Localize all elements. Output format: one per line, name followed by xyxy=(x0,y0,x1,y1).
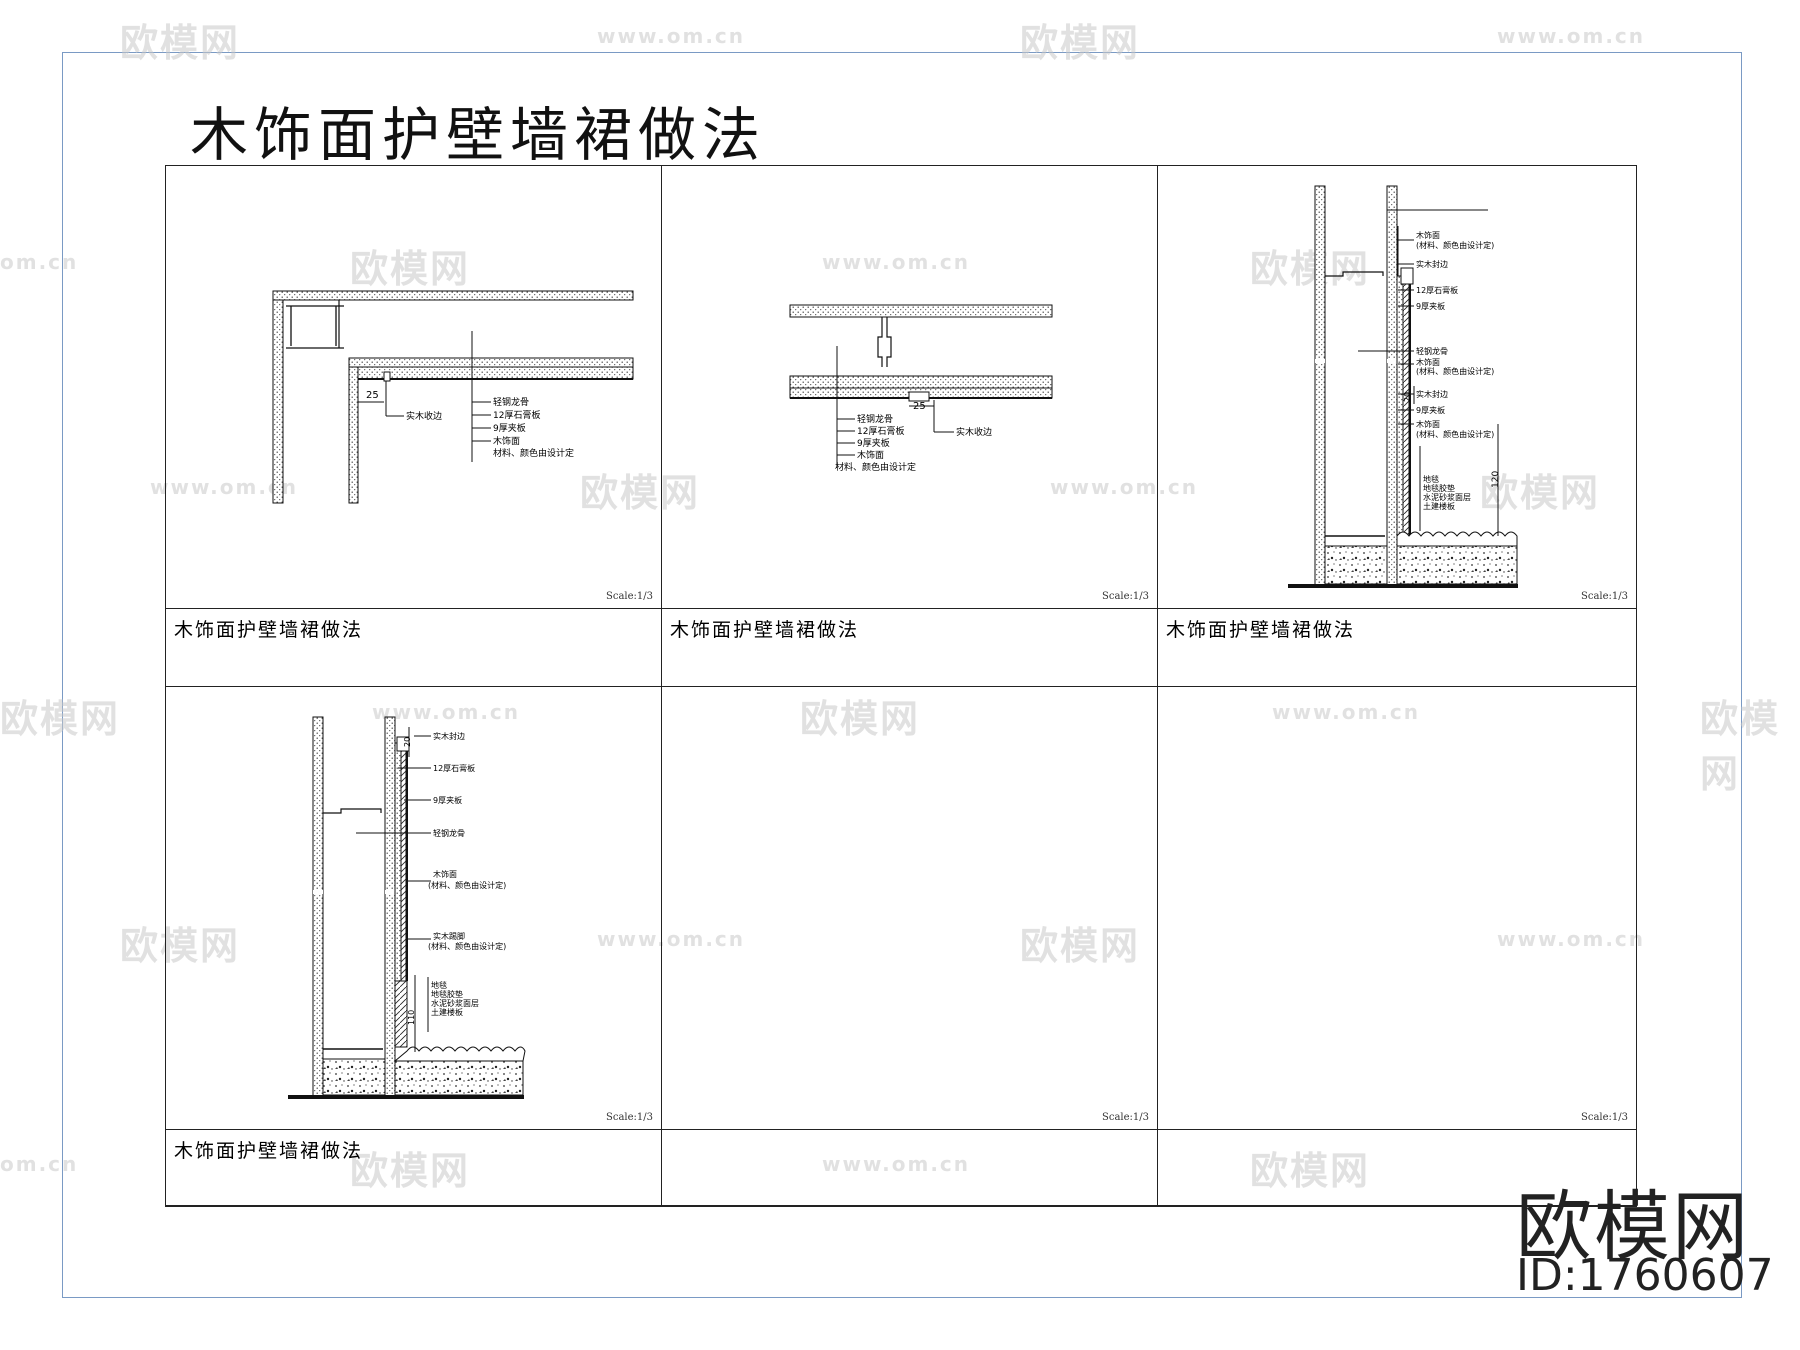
caption-cell-1: 木饰面护壁墙裙做法 xyxy=(166,609,662,687)
detail-caption: 木饰面护壁墙裙做法 xyxy=(1166,619,1356,641)
detail-cell-2: 25 轻钢龙骨 12厚石膏板 9厚夹板 木饰面 材料、颜色由设计定 实木收边 S… xyxy=(662,166,1158,609)
detail-3-label-plywood: 9厚夹板 xyxy=(1416,301,1445,311)
detail-3-label-veneer-top-note: (材料、颜色由设计定) xyxy=(1416,240,1494,250)
detail-grid: 25 实木收边 轻钢龙骨 12厚石膏板 9厚夹板 木饰面 材料、颜色由设计定 S… xyxy=(165,165,1637,1207)
detail-3-layer-3: 土建楼板 xyxy=(1423,501,1455,511)
detail-4-label-skirting-note: (材料、颜色由设计定) xyxy=(428,941,506,951)
detail-3-dim-120: 120 xyxy=(1491,471,1501,488)
detail-3-label-gypsum: 12厚石膏板 xyxy=(1416,285,1458,295)
detail-2-label-edge: 实木收边 xyxy=(956,426,992,438)
brand-id: ID:1760607 xyxy=(1516,1250,1774,1301)
detail-3-label-veneer-2: 木饰面 xyxy=(1416,419,1440,429)
detail-3-layer-0: 地毯 xyxy=(1423,474,1439,484)
caption-cell-4: 木饰面护壁墙裙做法 xyxy=(166,1130,662,1206)
detail-2-label-veneer: 木饰面 xyxy=(857,449,884,461)
scale-label: Scale:1/3 xyxy=(606,1112,653,1123)
drawing-sheet-border xyxy=(62,52,1742,1298)
detail-4-label-keel: 轻钢龙骨 xyxy=(433,828,465,838)
detail-3-label-veneer-top: 木饰面 xyxy=(1416,230,1440,240)
detail-4-label-plywood: 9厚夹板 xyxy=(433,795,462,805)
scale-label: Scale:1/3 xyxy=(1102,1112,1149,1123)
detail-3-label-edge-seal: 实木封边 xyxy=(1416,259,1448,269)
detail-4-drawing: 20 实木封边 12厚石膏板 9厚夹板 轻钢龙骨 木饰面 (材料、颜色由设计定)… xyxy=(288,716,526,1099)
sheet-title: 木饰面护壁墙裙做法 xyxy=(190,101,767,169)
caption-cell-6 xyxy=(1158,1130,1637,1206)
scale-label: Scale:1/3 xyxy=(1102,591,1149,602)
caption-cell-2: 木饰面护壁墙裙做法 xyxy=(662,609,1158,687)
detail-cell-4: 20 实木封边 12厚石膏板 9厚夹板 轻钢龙骨 木饰面 (材料、颜色由设计定)… xyxy=(166,687,662,1130)
detail-3-drawing: 木饰面 (材料、颜色由设计定) 实木封边 12厚石膏板 9厚夹板 轻钢龙骨 木饰… xyxy=(1288,185,1518,588)
detail-3-layer-2: 水泥砂浆面层 xyxy=(1423,492,1471,502)
detail-2-dim: 25 xyxy=(913,401,926,412)
caption-cell-3: 木饰面护壁墙裙做法 xyxy=(1158,609,1637,687)
detail-1-label-gypsum: 12厚石膏板 xyxy=(493,409,540,421)
detail-2-label-note: 材料、颜色由设计定 xyxy=(835,461,916,473)
detail-cell-6: Scale:1/3 xyxy=(1158,687,1637,1130)
detail-4-layer-1: 地毯胶垫 xyxy=(431,989,463,999)
detail-cell-3: 木饰面 (材料、颜色由设计定) 实木封边 12厚石膏板 9厚夹板 轻钢龙骨 木饰… xyxy=(1158,166,1637,609)
detail-4-dim-20: 20 xyxy=(403,737,412,747)
detail-4-layer-2: 水泥砂浆面层 xyxy=(431,998,479,1008)
detail-4-label-edge-seal: 实木封边 xyxy=(433,731,465,741)
detail-1-label-plywood: 9厚夹板 xyxy=(493,422,526,434)
detail-1-drawing: 25 实木收边 轻钢龙骨 12厚石膏板 9厚夹板 木饰面 材料、颜色由设计定 xyxy=(272,290,634,504)
detail-3-label-plywood-2: 9厚夹板 xyxy=(1416,405,1445,415)
detail-2-label-gypsum: 12厚石膏板 xyxy=(857,425,904,437)
detail-4-label-skirting: 实木踢脚 xyxy=(433,931,465,941)
detail-1-label-keel: 轻钢龙骨 xyxy=(493,396,529,408)
watermark-url: www.om.cn xyxy=(597,24,746,48)
detail-2-label-keel: 轻钢龙骨 xyxy=(857,413,893,425)
scale-label: Scale:1/3 xyxy=(606,591,653,602)
caption-cell-5 xyxy=(662,1130,1158,1206)
detail-2-label-plywood: 9厚夹板 xyxy=(857,437,890,449)
detail-cell-5: Scale:1/3 xyxy=(662,687,1158,1130)
scale-label: Scale:1/3 xyxy=(1581,1112,1628,1123)
detail-3-label-veneer-2-note: (材料、颜色由设计定) xyxy=(1416,429,1494,439)
detail-4-dim-110: 110 xyxy=(407,1010,416,1025)
watermark-url: www.om.cn xyxy=(1497,24,1646,48)
detail-4-label-veneer: 木饰面 xyxy=(433,869,457,879)
detail-1-label-edge: 实木收边 xyxy=(406,410,442,422)
detail-3-label-veneer: 木饰面 xyxy=(1416,357,1440,367)
detail-4-layer-0: 地毯 xyxy=(431,980,447,990)
detail-caption: 木饰面护壁墙裙做法 xyxy=(174,1140,364,1162)
brand-logo-text: 欧模网 xyxy=(1516,1182,1750,1271)
detail-4-label-gypsum: 12厚石膏板 xyxy=(433,763,475,773)
detail-caption: 木饰面护壁墙裙做法 xyxy=(174,619,364,641)
detail-3-label-keel: 轻钢龙骨 xyxy=(1416,346,1448,356)
detail-4-label-veneer-note: (材料、颜色由设计定) xyxy=(428,880,506,890)
detail-2-drawing: 25 轻钢龙骨 12厚石膏板 9厚夹板 木饰面 材料、颜色由设计定 实木收边 xyxy=(789,304,1053,473)
detail-3-label-edge-seal-2: 实木封边 xyxy=(1416,389,1448,399)
detail-3-dim-20: 20 xyxy=(1403,392,1412,402)
detail-cell-1: 25 实木收边 轻钢龙骨 12厚石膏板 9厚夹板 木饰面 材料、颜色由设计定 S… xyxy=(166,166,662,609)
detail-3-layer-1: 地毯胶垫 xyxy=(1423,483,1455,493)
detail-1-label-note: 材料、颜色由设计定 xyxy=(493,447,574,459)
detail-1-dim: 25 xyxy=(366,390,379,401)
detail-1-label-veneer: 木饰面 xyxy=(493,435,520,447)
scale-label: Scale:1/3 xyxy=(1581,591,1628,602)
detail-caption: 木饰面护壁墙裙做法 xyxy=(670,619,860,641)
detail-4-layer-3: 土建楼板 xyxy=(431,1007,463,1017)
detail-3-label-veneer-note: (材料、颜色由设计定) xyxy=(1416,366,1494,376)
